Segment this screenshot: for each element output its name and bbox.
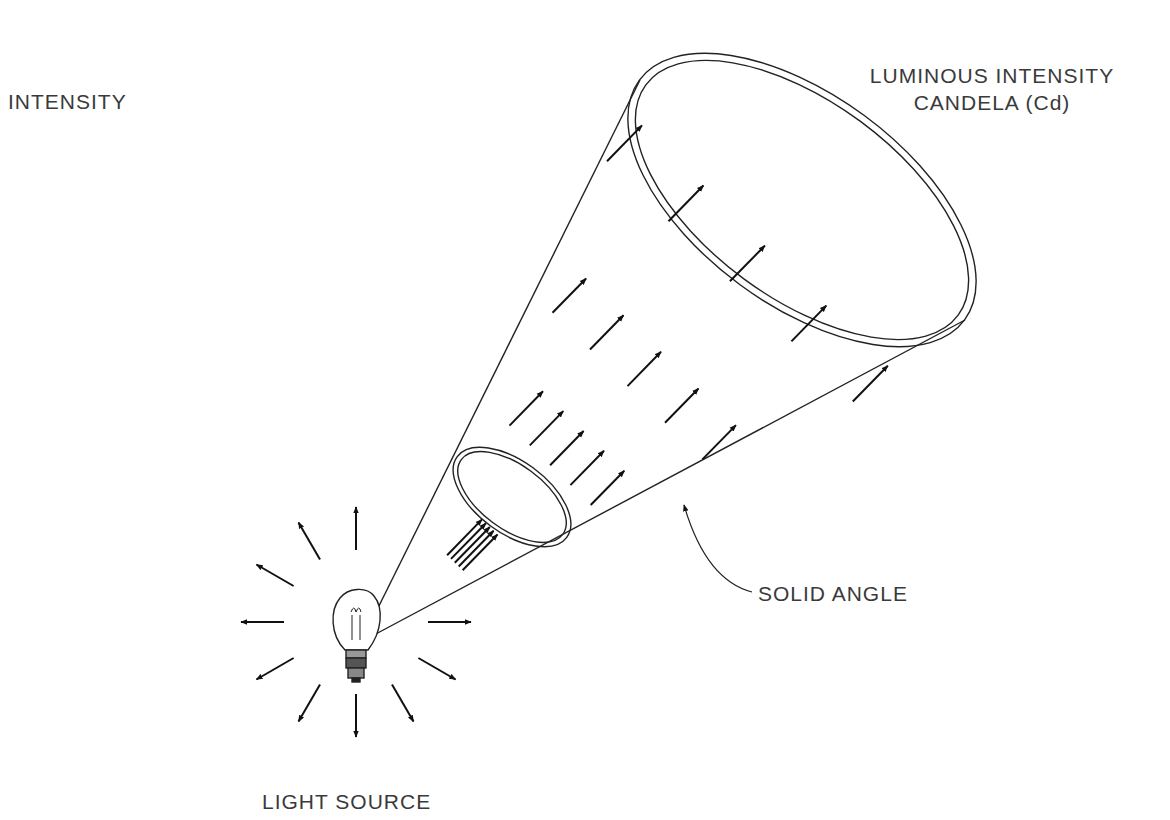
- light-ray: [665, 389, 699, 423]
- light-ray: [510, 391, 544, 425]
- callout-label: SOLID ANGLE: [758, 580, 958, 607]
- light-ray: [447, 519, 482, 555]
- light-rays: [241, 125, 888, 737]
- leader-line: [684, 505, 752, 592]
- light-ray: [451, 523, 486, 559]
- light-ray: [299, 684, 321, 721]
- light-ray: [418, 658, 455, 680]
- light-ray: [392, 684, 414, 721]
- light-ray: [730, 246, 765, 282]
- light-ray: [853, 366, 888, 402]
- light-ray: [241, 621, 284, 623]
- light-bulb: [333, 589, 380, 682]
- light-ray: [553, 279, 587, 313]
- title-label: INTENSITY: [8, 88, 208, 115]
- light-ray: [256, 658, 293, 680]
- light-ray: [455, 527, 490, 563]
- light-ray: [669, 186, 704, 222]
- light-ray: [628, 352, 662, 386]
- light-ray: [459, 531, 494, 567]
- light-ray: [530, 411, 564, 445]
- light-ray: [463, 535, 498, 571]
- light-ray: [791, 306, 826, 342]
- light-ray: [591, 471, 625, 505]
- light-ray: [355, 694, 357, 737]
- light-ray: [355, 507, 357, 550]
- quantity-label: LUMINOUS INTENSITY CANDELA (Cd): [862, 62, 1122, 117]
- light-ray: [256, 565, 293, 587]
- light-ray: [428, 621, 471, 623]
- light-ray: [590, 315, 624, 349]
- light-ray: [570, 451, 604, 485]
- callout-label: LIGHT SOURCE: [262, 788, 482, 815]
- light-ray: [607, 125, 642, 161]
- light-ray: [299, 522, 321, 559]
- light-ray: [550, 431, 584, 465]
- light-ray: [702, 425, 736, 459]
